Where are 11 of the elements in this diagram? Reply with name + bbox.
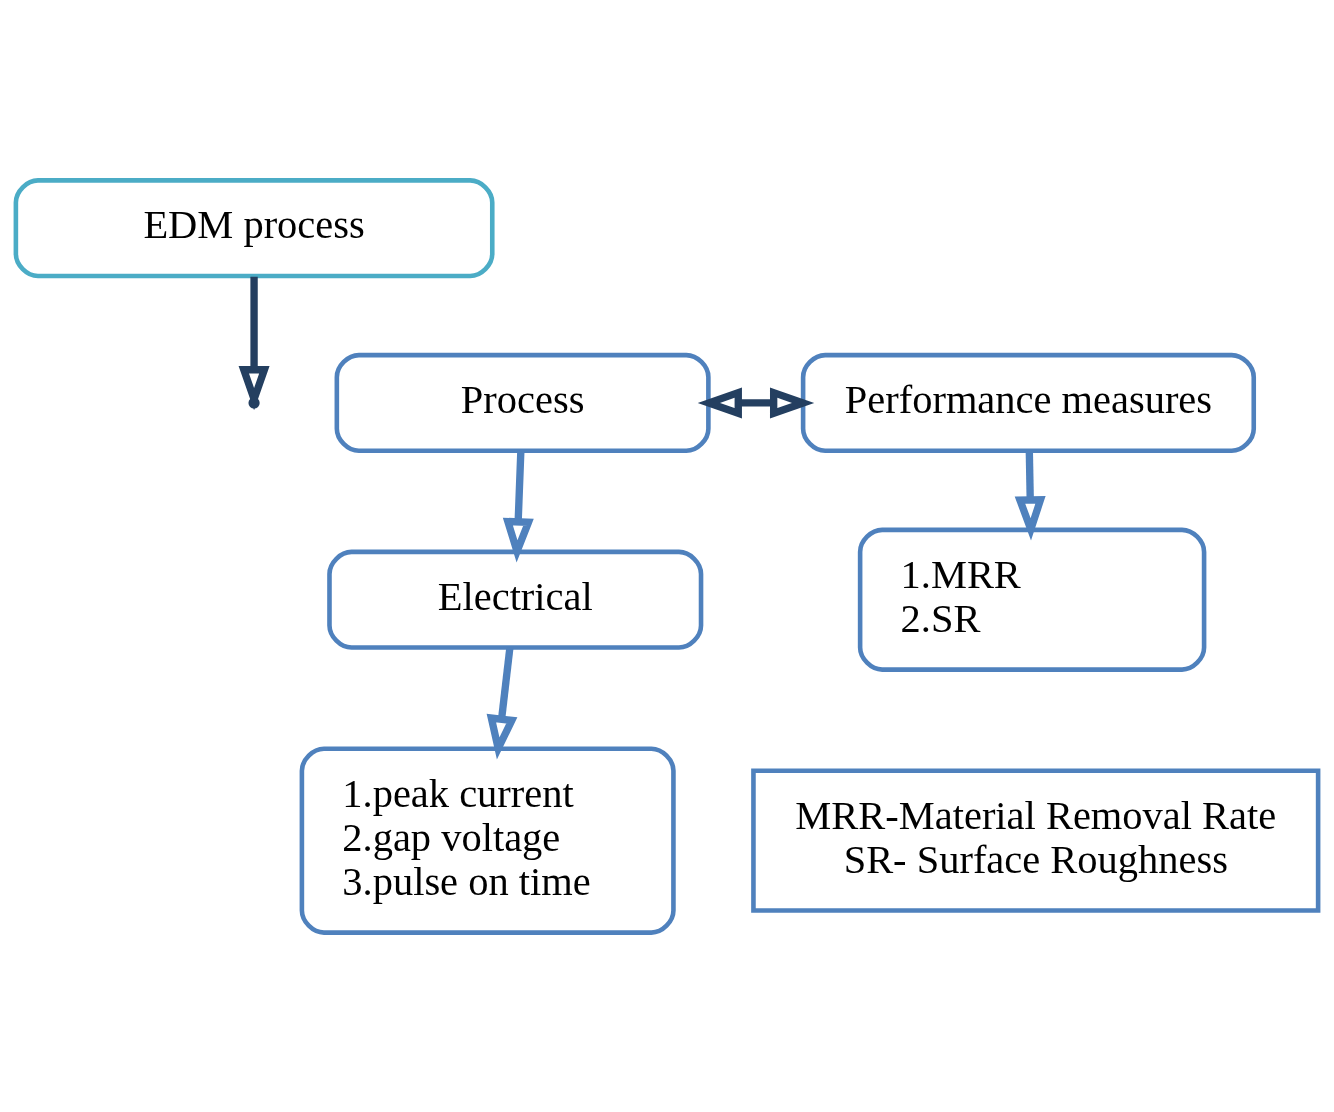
arrow (697, 386, 815, 418)
arrow (1014, 450, 1046, 540)
arrow (502, 450, 534, 562)
node-box: Performance measures (800, 352, 1257, 453)
node-box: 1.peak current 2.gap voltage 3.pulse on time (299, 745, 676, 935)
arrow (486, 646, 518, 759)
node-box: Process (334, 352, 711, 453)
node-box: 1.MRR 2.SR (857, 527, 1207, 672)
node-box: Electrical (327, 549, 704, 650)
node-box: MRR-Material Removal Rate SR- Surface Roughness (751, 768, 1321, 913)
node-box: EDM process (13, 177, 495, 278)
